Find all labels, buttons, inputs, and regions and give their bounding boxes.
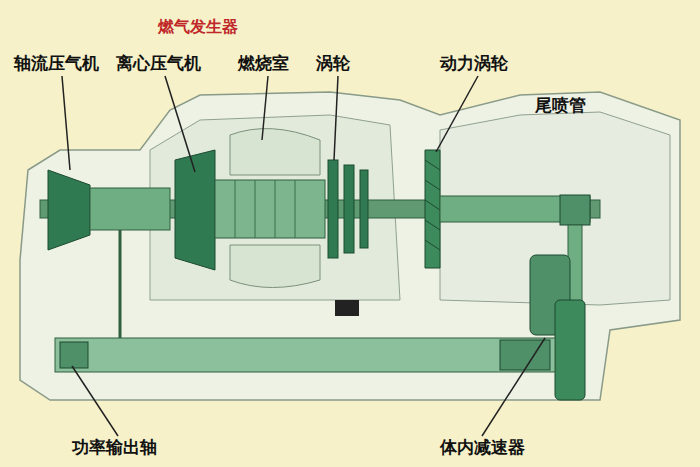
part-label: 体内减速器: [440, 438, 525, 458]
part-label: 轴流压气机: [14, 54, 99, 74]
part-label: 尾喷管: [535, 96, 586, 116]
part-label: 涡轮: [316, 54, 350, 74]
part-label: 功率输出轴: [72, 438, 157, 458]
part-label: 燃气发生器: [158, 18, 238, 36]
part-label: 燃烧室: [238, 54, 289, 74]
part-label: 动力涡轮: [440, 54, 508, 74]
part-label: 离心压气机: [116, 54, 201, 74]
